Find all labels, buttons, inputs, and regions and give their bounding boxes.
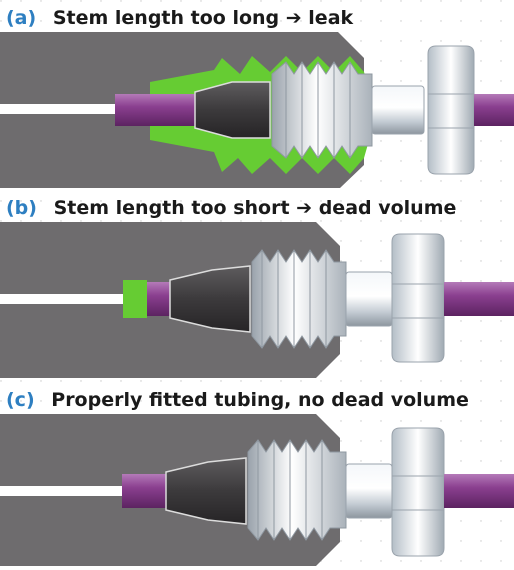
ferrule (194, 81, 271, 139)
tubing-inside (122, 474, 172, 508)
fitting-neck (371, 85, 425, 135)
through-hole (0, 294, 124, 304)
panel-a-letter: (a) (6, 7, 36, 29)
ferrule (165, 457, 247, 525)
through-hole (0, 104, 122, 114)
ferrule (169, 265, 251, 333)
panel-c-properly-fitted: (c) Properly fitted tubing, no dead volu… (0, 389, 514, 566)
fitting-nut (391, 427, 445, 557)
tubing-outside (444, 474, 514, 508)
svg-text:(a) Stem length too long: (a) Stem length too long ➔ leak (6, 7, 354, 29)
tubing-outside (444, 282, 514, 316)
fitting-nut (427, 45, 475, 175)
panel-b-stem-too-short: (b) Stem length too short ➔ dead volume (0, 197, 514, 378)
panel-c-caption: Properly fitted tubing, no dead volume (51, 389, 469, 411)
threaded-stem (247, 439, 347, 541)
tubing-inside (115, 94, 195, 126)
fitting-neck (345, 463, 393, 519)
fitting-neck (345, 271, 393, 327)
panel-b-letter: (b) (6, 197, 37, 219)
panel-a-stem-too-long: (a) Stem length too long ➔ leak (0, 7, 514, 188)
threaded-stem (271, 61, 373, 159)
panel-b-caption: Stem length too short ➔ dead volume (54, 197, 457, 219)
svg-text:(b) Stem length too shor: (b) Stem length too short ➔ dead volume (6, 197, 456, 219)
panel-c-letter: (c) (6, 389, 35, 411)
threaded-stem (251, 249, 347, 349)
through-hole (0, 486, 124, 496)
panel-a-caption: Stem length too long ➔ leak (53, 7, 354, 29)
dead-volume-highlight (123, 280, 147, 318)
tubing-outside (474, 94, 514, 126)
svg-text:(c) Properly fitted tubi: (c) Properly fitted tubing, no dead volu… (6, 389, 469, 411)
fitting-nut (391, 233, 445, 363)
